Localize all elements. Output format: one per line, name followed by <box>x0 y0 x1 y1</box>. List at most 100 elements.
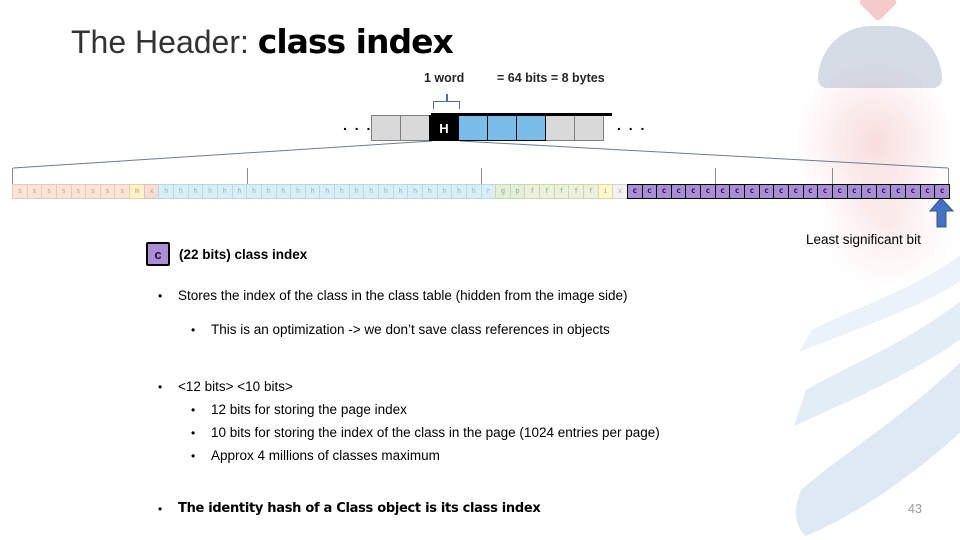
bit-cell-c: c <box>758 184 775 199</box>
bit-cell-x: x <box>143 184 160 199</box>
least-significant-bit-arrow <box>928 197 955 228</box>
least-significant-bit-label: Least significant bit <box>806 232 921 247</box>
bullet-text: <12 bits> <10 bits> <box>178 379 293 394</box>
bullet-marker <box>158 501 178 517</box>
bit-cell-c: c <box>861 184 877 199</box>
logo-dome-shape <box>818 26 942 88</box>
bit-cell-s: s <box>26 184 43 199</box>
bit-cell-c: c <box>787 184 804 199</box>
bullet-item: Stores the index of the class in the cla… <box>158 288 838 304</box>
bullet-item: This is an optimization -> we don’t save… <box>158 322 838 338</box>
bit-cell-h: h <box>451 184 467 199</box>
bullet-group: <12 bits> <10 bits> 12 bits for storing t… <box>158 379 838 464</box>
memory-cell <box>371 115 401 141</box>
bullet-group: The identity hash of a Class object is i… <box>158 501 838 517</box>
bullet-text: The identity hash of a Class object is i… <box>178 501 541 516</box>
bit-cell-f: f <box>539 184 555 199</box>
bit-cell-h: h <box>378 184 394 199</box>
bit-cell-c: c <box>919 184 936 199</box>
bit-cell-f: f <box>582 184 599 199</box>
bit-cell-s: s <box>41 184 57 199</box>
bit-cell-c: c <box>875 184 892 199</box>
bit-cell-c: c <box>905 184 921 199</box>
memory-cell <box>400 115 430 141</box>
bit-cell-h: h <box>348 184 365 199</box>
bit-cell-h: h <box>436 184 453 199</box>
bit-cell-h: h <box>158 184 175 199</box>
object-slot-cell <box>487 115 517 141</box>
bullet-marker <box>191 402 211 418</box>
bit-cell-s: s <box>85 184 101 199</box>
bullet-marker <box>158 288 178 304</box>
bit-cell-m: m <box>129 184 145 199</box>
bit-cell-i: i <box>597 184 614 199</box>
bit-cell-h: h <box>187 184 204 199</box>
bullet-text: Stores the index of the class in the cla… <box>178 288 628 303</box>
zoom-fan-line-right <box>459 140 949 169</box>
class-index-legend: c (22 bits) class index <box>146 242 307 266</box>
bit-cell-h: h <box>407 184 423 199</box>
bit-cell-h: h <box>202 184 218 199</box>
memory-ellipsis-right: . . . <box>617 117 647 133</box>
bit-cell-c: c <box>831 184 848 199</box>
bullet-marker <box>191 322 211 338</box>
bit-cell-h: h <box>216 184 233 199</box>
bit-cell-h: h <box>173 184 189 199</box>
object-slot-cell <box>516 115 546 141</box>
bit-cell-c: c <box>626 184 643 199</box>
bit-cell-s: s <box>114 184 131 199</box>
bit-cell-h: h <box>290 184 306 199</box>
bullet-item: 10 bits for storing the index of the cla… <box>158 425 838 441</box>
bullet-text: Approx 4 millions of classes maximum <box>211 448 440 463</box>
bit-cell-p: p <box>509 184 526 199</box>
bullet-marker <box>191 448 211 464</box>
object-extent-line <box>431 113 612 116</box>
bullet-item: <12 bits> <10 bits> <box>158 379 838 395</box>
bullet-list: Stores the index of the class in the cla… <box>158 288 838 517</box>
bit-cell-c: c <box>846 184 863 199</box>
memory-cell <box>574 115 604 141</box>
object-slot-cell <box>458 115 488 141</box>
logo-pink-glow-lower <box>795 140 960 310</box>
bullet-text: 12 bits for storing the page index <box>211 402 407 417</box>
bit-cell-h: h <box>246 184 262 199</box>
logo-red-tip <box>858 0 898 22</box>
bullet-marker <box>158 379 178 395</box>
title-prefix: The Header: <box>71 24 258 60</box>
bit-cell-h: h <box>392 184 409 199</box>
memory-ellipsis-left: . . . <box>343 117 373 133</box>
page-number: 43 <box>908 502 922 516</box>
word-width-bracket-stem <box>446 94 448 102</box>
page-title: The Header: class index <box>71 22 454 61</box>
bit-cell-x: x <box>612 184 628 199</box>
bullet-text: 10 bits for storing the index of the cla… <box>211 425 660 440</box>
bit-cell-h: h <box>363 184 380 199</box>
bullet-item: Approx 4 millions of classes maximum <box>158 448 838 464</box>
bit-cell-h: h <box>465 184 482 199</box>
bullet-item: 12 bits for storing the page index <box>158 402 838 418</box>
byte-boundary-tick <box>247 168 248 184</box>
byte-boundary-tick <box>948 168 949 184</box>
bit-cell-c: c <box>934 184 950 199</box>
bit-cell-c: c <box>670 184 687 199</box>
bit-cell-c: c <box>817 184 833 199</box>
header-word-cell: H <box>429 115 459 141</box>
bullet-group: Stores the index of the class in the cla… <box>158 288 838 338</box>
bits-equivalence-label: = 64 bits = 8 bytes <box>497 71 605 85</box>
bit-cell-f: f <box>553 184 570 199</box>
byte-boundary-tick <box>715 168 716 184</box>
bit-cell-c: c <box>714 184 731 199</box>
bit-cell-c: c <box>700 184 716 199</box>
bit-cell-c: c <box>656 184 672 199</box>
bit-cell-h: h <box>304 184 321 199</box>
zoom-fan-line-left <box>12 140 433 169</box>
bit-cell-c: c <box>773 184 789 199</box>
bit-cell-h: h <box>275 184 292 199</box>
word-width-bracket <box>433 101 460 109</box>
class-index-bit-swatch: c <box>146 242 170 266</box>
class-index-legend-text: (22 bits) class index <box>179 246 308 262</box>
bit-cell-g: g <box>495 184 511 199</box>
bullet-marker <box>191 425 211 441</box>
